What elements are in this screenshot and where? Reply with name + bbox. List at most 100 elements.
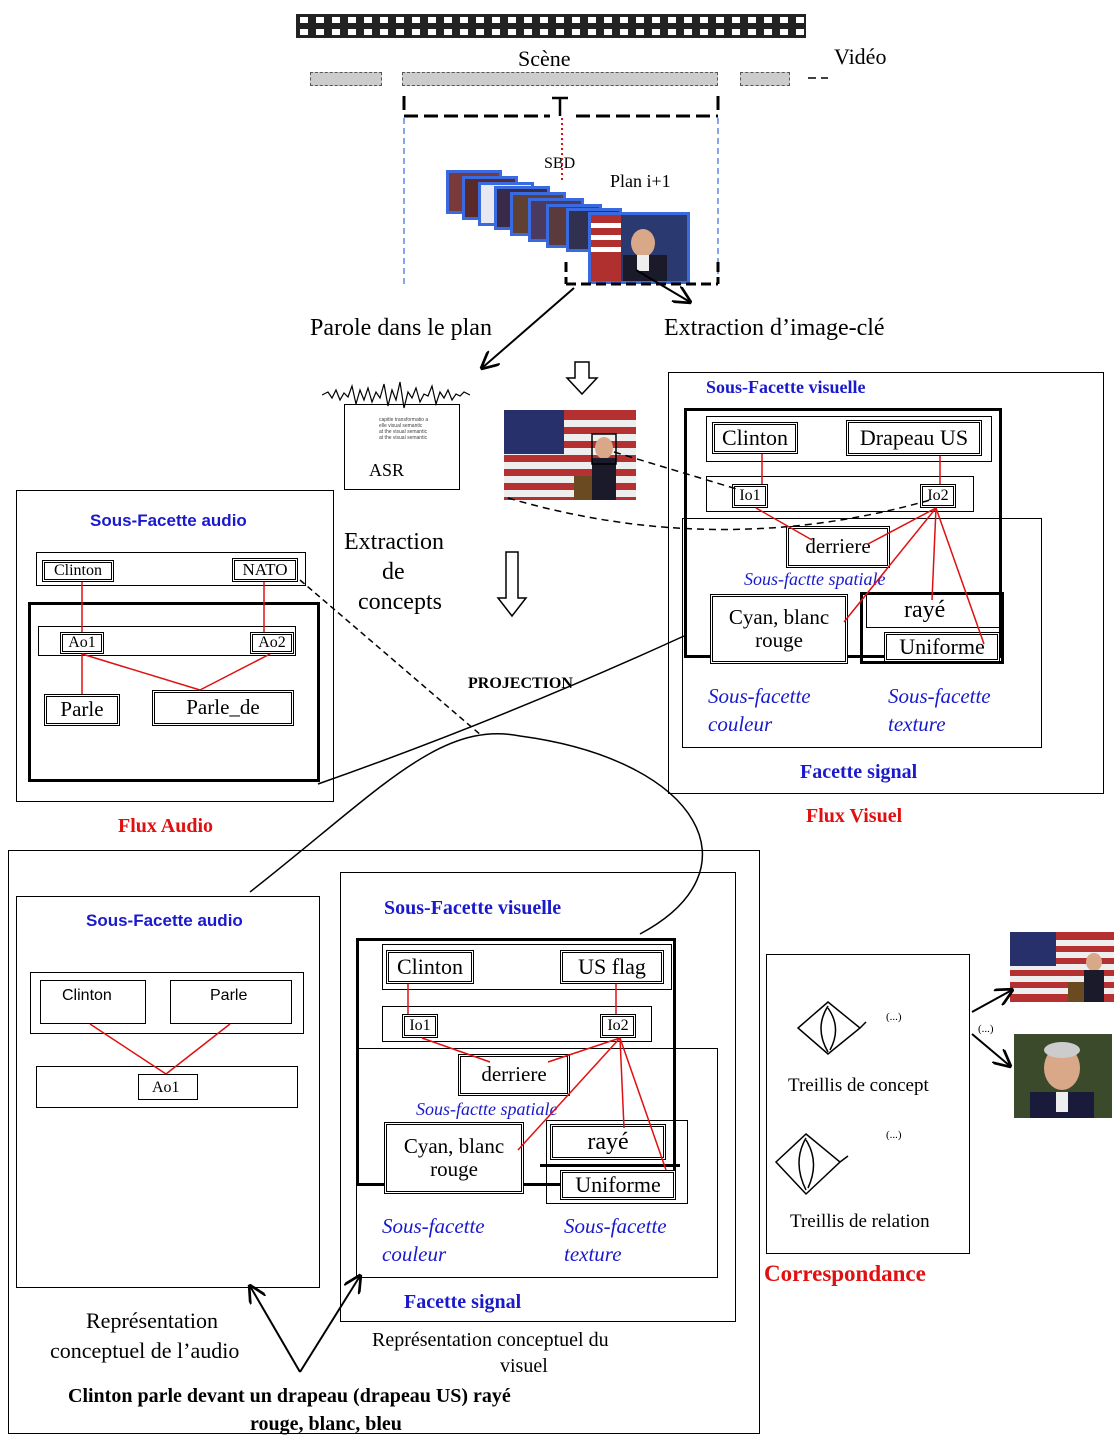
top-audio-title: Sous-Facette audio [90, 511, 247, 530]
concept-lattice-diagram [796, 1001, 867, 1055]
bottom-visual-signal-box [356, 1048, 718, 1278]
top-visual-texture-raye: rayé [904, 597, 946, 623]
concept-lattice-label: Treillis de concept [788, 1075, 929, 1096]
video-label: Vidéo [834, 44, 887, 69]
top-visual-panel [668, 372, 1104, 794]
result-image-portrait [1014, 1034, 1112, 1118]
correspondance-ellipsis-1: (...) [886, 1011, 902, 1023]
bottom-visual-color-label-1: Sous-facette [382, 1214, 485, 1238]
arrow-speech [482, 287, 575, 368]
bottom-visual-texture-label-1: Sous-facette [564, 1214, 667, 1238]
top-audio-object-row [38, 626, 296, 656]
top-visual-object-row [706, 476, 974, 512]
summary-sentence-2: rouge, blanc, bleu [250, 1413, 402, 1435]
relation-lattice-label: Treillis de relation [790, 1211, 930, 1232]
top-visual-concept-row [706, 416, 992, 462]
video-segment-scene [402, 72, 718, 86]
top-audio-relation-parle: Parle [44, 694, 120, 726]
asr-document: capitle transformatio a elle visual sema… [344, 404, 460, 490]
asr-transcript: capitle transformatio a elle visual sema… [379, 417, 429, 441]
top-audio-concept-clinton: Clinton [42, 560, 114, 582]
hollow-arrow-extraction [496, 551, 528, 618]
extraction-label-2: de [382, 559, 405, 585]
extraction-label-1: Extraction [344, 529, 444, 555]
flag-speaker-image [504, 410, 636, 500]
top-visual-signal-label: Facette signal [800, 761, 918, 783]
correspondance-title: Correspondance [764, 1261, 926, 1286]
bottom-audio-panel [16, 896, 320, 1288]
top-visual-spatial-label: Sous-factte spatiale [744, 569, 886, 589]
scene-bracket [402, 96, 720, 118]
bottom-audio-caption-2: conceptuel de l’audio [50, 1338, 240, 1363]
bottom-visual-texture-raye: rayé [550, 1124, 666, 1160]
filmstrip-image [296, 14, 806, 38]
bottom-visual-color-label-2: couleur [382, 1242, 447, 1266]
arrow-result-portrait [971, 1033, 1010, 1066]
correspondance-ellipsis-3: (...) [978, 1023, 994, 1035]
asr-label: ASR [369, 460, 405, 480]
top-audio-signal-box [28, 602, 320, 782]
top-visual-color-label-2: couleur [708, 712, 773, 736]
bottom-visual-concept-row [382, 944, 672, 990]
top-audio-object-ao2: Ao2 [250, 632, 294, 654]
top-visual-object-io1: Io1 [732, 484, 768, 508]
result-image-flag [1010, 932, 1114, 1002]
top-audio-links [81, 582, 271, 694]
top-audio-object-ao1: Ao1 [60, 632, 104, 654]
plan-label: Plan i+1 [610, 171, 671, 191]
bottom-audio-concept-parle-label: Parle [210, 987, 248, 1004]
bottom-audio-concept-clinton [40, 980, 146, 1024]
bottom-visual-caption-2: visuel [500, 1355, 548, 1377]
arrow-to-audio-rep [250, 1286, 301, 1373]
bottom-audio-concept-row [30, 972, 304, 1034]
top-visual-title: Sous-Facette visuelle [706, 377, 866, 397]
keyframe-label: Extraction d’image-clé [664, 315, 885, 341]
bottom-visual-texture-uniforme: Uniforme [560, 1170, 676, 1200]
bottom-visual-panel [340, 872, 736, 1322]
bottom-visual-spatial: derriere [458, 1054, 570, 1096]
correspondance-panel [766, 954, 970, 1254]
summary-sentence-1: Clinton parle devant un drapeau (drapeau… [68, 1385, 511, 1407]
flux-audio-caption: Flux Audio [118, 815, 214, 837]
shot-bracket [564, 262, 720, 286]
bottom-visual-texture-divider [540, 1164, 680, 1167]
projection-dashed-nato [299, 579, 483, 737]
bottom-visual-concept-clinton: Clinton [386, 950, 474, 984]
bottom-audio-concept-clinton-label: Clinton [62, 987, 112, 1004]
top-visual-object-io2: Io2 [920, 484, 956, 508]
dash-flag-to-io2 [507, 497, 931, 531]
arrow-to-visual-rep [299, 1276, 360, 1373]
bottom-visual-signal-label: Facette signal [404, 1291, 522, 1313]
video-segment-left [310, 72, 382, 86]
speech-label: Parole dans le plan [310, 315, 492, 341]
bottom-audio-links [89, 1023, 231, 1075]
scene-label: Scène [518, 46, 571, 71]
bottom-audio-caption-1: Représentation [86, 1308, 218, 1333]
arrow-result-flag [971, 990, 1012, 1013]
top-audio-panel [16, 490, 334, 802]
bottom-visual-texture-label-2: texture [564, 1242, 622, 1266]
extraction-label-3: concepts [358, 589, 442, 615]
bottom-audio-concept-parle [170, 980, 292, 1024]
audio-waveform [321, 378, 471, 412]
top-visual-spatial: derriere [786, 526, 890, 568]
top-visual-concept-clinton: Clinton [712, 422, 798, 454]
top-visual-texture-uniforme: Uniforme [884, 632, 1000, 662]
sbd-label: SBD [544, 155, 576, 172]
top-visual-texture-label-1: Sous-facette [888, 684, 991, 708]
top-visual-signal-box [682, 518, 1042, 748]
bottom-visual-object-io2: Io2 [600, 1014, 636, 1038]
bottom-representation-panel [8, 850, 760, 1434]
bottom-audio-object-ao1-label: Ao1 [152, 1079, 180, 1096]
bottom-visual-object-row [382, 1006, 652, 1042]
relation-lattice-diagram [774, 1133, 849, 1196]
bottom-visual-title: Sous-Facette visuelle [384, 897, 562, 919]
correspondance-ellipsis-2: (...) [886, 1129, 902, 1141]
bottom-audio-title: Sous-Facette audio [86, 911, 243, 930]
top-audio-relation-parle-de: Parle_de [152, 690, 294, 726]
scene-bracket-mid [552, 96, 568, 116]
top-visual-texture-inner [866, 592, 1002, 628]
bottom-visual-texture-box [546, 1120, 688, 1204]
